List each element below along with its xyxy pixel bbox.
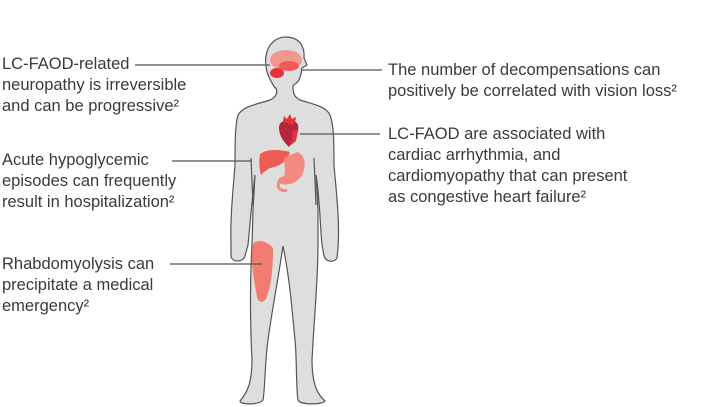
annotation-line: Acute hypoglycemic [2,151,149,169]
annotation-line: LC-FAOD are associated with [388,125,606,143]
annotation-vision: The number of decompensations can positi… [388,60,677,102]
inner-arm-line-right [313,157,317,206]
annotation-line: as congestive heart failure² [388,188,587,206]
annotation-line: episodes can frequently [2,172,177,190]
annotation-rhabdomyolysis: Rhabdomyolysis can precipitate a medical… [2,254,154,317]
annotation-line: and can be progressive² [2,97,180,115]
inner-arm-line-left [250,157,254,206]
thigh-muscle [251,241,273,302]
leader-lines [135,64,382,265]
annotation-line: cardiac arrhythmia, and [388,146,561,164]
annotation-line: cardiomyopathy that can present [388,167,628,185]
annotation-line: Rhabdomyolysis can [2,255,155,273]
brain-lobe [279,61,299,71]
annotation-line: The number of decompensations can [388,61,661,79]
heart-vessels [283,114,298,145]
cerebellum [270,68,284,78]
annotation-line: LC-FAOD-related [2,55,130,73]
annotation-line: result in hospitalization² [2,193,175,211]
annotation-cardiac: LC-FAOD are associated with cardiac arrh… [388,124,627,208]
annotation-line: emergency² [2,297,90,315]
intestine [276,181,288,192]
annotation-neuropathy: LC-FAOD-related neuropathy is irreversib… [2,54,186,117]
body-silhouette [230,36,340,405]
annotation-line: neuropathy is irreversible [2,76,187,94]
stomach [277,152,305,185]
liver [259,149,290,175]
annotation-line: precipitate a medical [2,276,154,294]
annotation-line: positively be correlated with vision los… [388,82,677,100]
annotation-hypoglycemia: Acute hypoglycemic episodes can frequent… [2,150,176,213]
